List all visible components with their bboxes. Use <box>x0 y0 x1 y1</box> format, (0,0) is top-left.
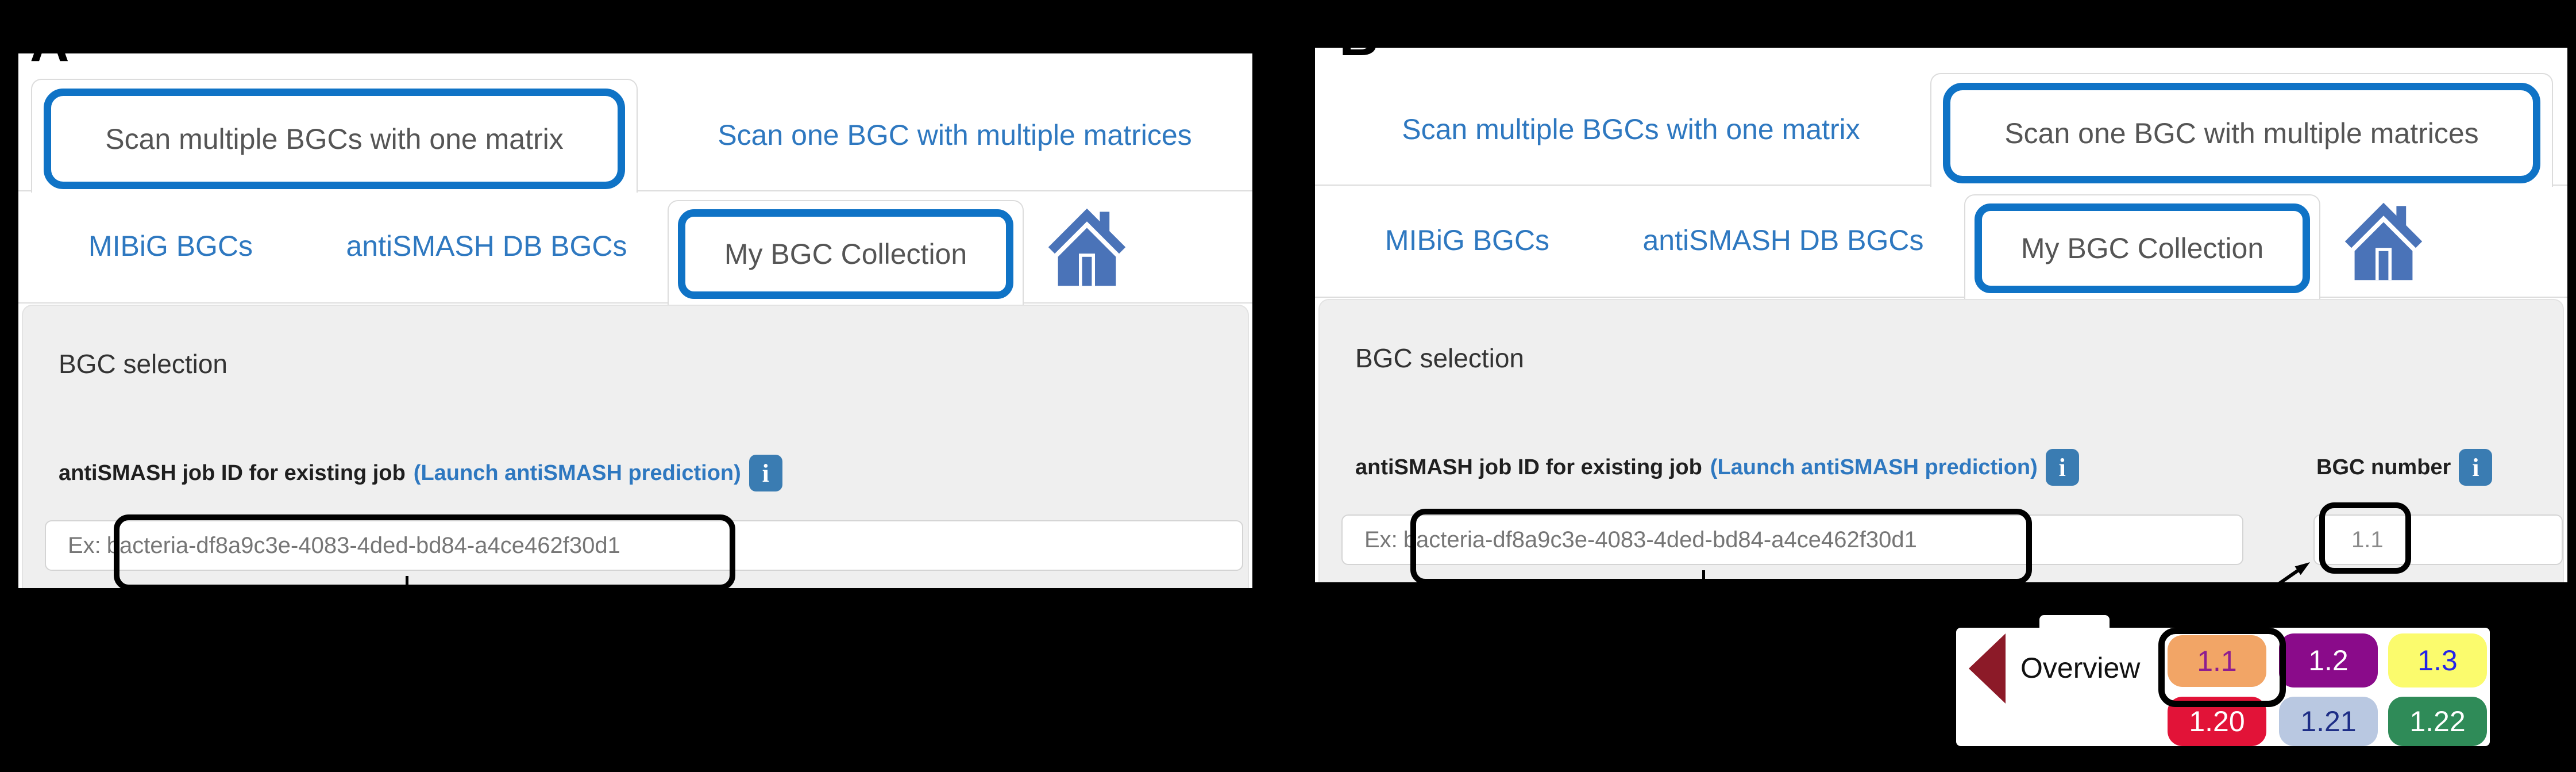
job-id-label-row: antiSMASH job ID for existing job (Launc… <box>59 452 782 494</box>
job-id-label: antiSMASH job ID for existing job <box>1355 455 1702 479</box>
annotation-ring-blue: My BGC Collection <box>678 209 1013 299</box>
tab-scan-multiple-bgcs[interactable]: Scan multiple BGCs with one matrix <box>31 79 638 193</box>
launch-antismash-link[interactable]: (Launch antiSMASH prediction) <box>1710 455 2038 479</box>
annotation-ring-black <box>114 514 735 590</box>
tab-mibig-bgcs[interactable]: MIBiG BGCs <box>88 230 253 262</box>
tab-antismash-db-bgcs[interactable]: antiSMASH DB BGCs <box>1642 224 1924 256</box>
bgc-number-label: BGC number <box>2316 455 2451 479</box>
tab-label: Scan multiple BGCs with one matrix <box>105 122 564 155</box>
home-icon[interactable] <box>1047 204 1127 290</box>
sidebar-collapse-arrow-icon[interactable] <box>1969 633 2006 704</box>
annotation-ring-black <box>2158 628 2286 707</box>
tab-my-bgc-collection[interactable]: My BGC Collection <box>668 200 1024 305</box>
tab-label: My BGC Collection <box>2020 232 2264 264</box>
placeholder-prefix: Ex: <box>1364 527 1398 552</box>
annotation-connector-line <box>1702 570 1705 583</box>
annotation-connector-line <box>406 576 408 589</box>
job-id-label-row: antiSMASH job ID for existing job (Launc… <box>1355 447 2079 488</box>
region-badge-1-21[interactable]: 1.21 <box>2279 697 2378 746</box>
panel-a: A Scan multiple BGCs with one matrix Sca… <box>18 16 1252 590</box>
annotation-ring-blue: My BGC Collection <box>1975 203 2310 293</box>
overview-tab-notch <box>2039 615 2110 629</box>
annotation-ring-blue: Scan multiple BGCs with one matrix <box>44 89 625 189</box>
home-icon[interactable] <box>2343 198 2424 285</box>
annotation-arrow <box>2264 562 2310 595</box>
info-icon[interactable]: i <box>749 455 782 491</box>
panel-b: B Scan multiple BGCs with one matrix Sca… <box>1315 10 2567 585</box>
info-icon[interactable]: i <box>2459 449 2493 486</box>
tab-antismash-db-bgcs[interactable]: antiSMASH DB BGCs <box>346 230 627 262</box>
annotation-ring-black <box>1410 509 2032 585</box>
tab-label: My BGC Collection <box>724 238 967 270</box>
secondary-tabs-divider <box>18 302 1252 304</box>
job-id-label: antiSMASH job ID for existing job <box>59 460 406 485</box>
info-icon[interactable]: i <box>2045 449 2079 486</box>
job-id-input[interactable]: Ex: bacteria-df8a9c3e-4083-4ded-bd84-a4c… <box>1341 514 2243 565</box>
overview-tab[interactable]: Overview <box>2020 652 2141 684</box>
panel-a-label: A <box>30 12 70 73</box>
region-badge-1-2[interactable]: 1.2 <box>2279 633 2378 687</box>
tab-scan-one-bgc[interactable]: Scan one BGC with multiple matrices <box>1930 73 2553 187</box>
section-heading: BGC selection <box>59 349 228 379</box>
tab-label: Scan one BGC with multiple matrices <box>2004 117 2479 149</box>
region-badge-1-3[interactable]: 1.3 <box>2388 633 2487 687</box>
tab-mibig-bgcs[interactable]: MIBiG BGCs <box>1385 224 1550 256</box>
bgc-number-label-row: BGC number i <box>2316 447 2493 488</box>
bgc-selection-section: BGC selection antiSMASH job ID for exist… <box>1318 299 2564 585</box>
placeholder-job-id: bacteria-df8a9c3e-4083-4ded-bd84-a4ce462… <box>1403 527 1917 552</box>
annotation-ring-black <box>2319 502 2411 574</box>
placeholder-job-id: bacteria-df8a9c3e-4083-4ded-bd84-a4ce462… <box>106 532 620 558</box>
secondary-tabs-divider <box>1315 297 2567 298</box>
section-heading: BGC selection <box>1355 343 1525 373</box>
tab-scan-multiple-bgcs[interactable]: Scan multiple BGCs with one matrix <box>1402 113 1860 145</box>
bgc-selection-section: BGC selection antiSMASH job ID for exist… <box>22 305 1249 590</box>
bgc-number-value: 1.1 <box>2351 527 2384 552</box>
job-id-input[interactable]: Ex: bacteria-df8a9c3e-4083-4ded-bd84-a4c… <box>45 520 1243 571</box>
annotation-ring-blue: Scan one BGC with multiple matrices <box>1943 83 2540 183</box>
antismash-overview-strip: Overview 1.1 1.2 1.3 1.20 1.21 1.22 <box>1956 628 2490 746</box>
region-badge-1-1[interactable]: 1.1 <box>2168 635 2266 687</box>
bgc-number-input[interactable]: 1.1 <box>2313 514 2563 565</box>
launch-antismash-link[interactable]: (Launch antiSMASH prediction) <box>413 460 741 485</box>
tab-scan-one-bgc[interactable]: Scan one BGC with multiple matrices <box>718 119 1192 151</box>
panel-b-label: B <box>1339 6 1379 67</box>
placeholder-prefix: Ex: <box>68 532 101 558</box>
tab-my-bgc-collection[interactable]: My BGC Collection <box>1964 194 2320 299</box>
region-badge-1-22[interactable]: 1.22 <box>2388 697 2487 746</box>
